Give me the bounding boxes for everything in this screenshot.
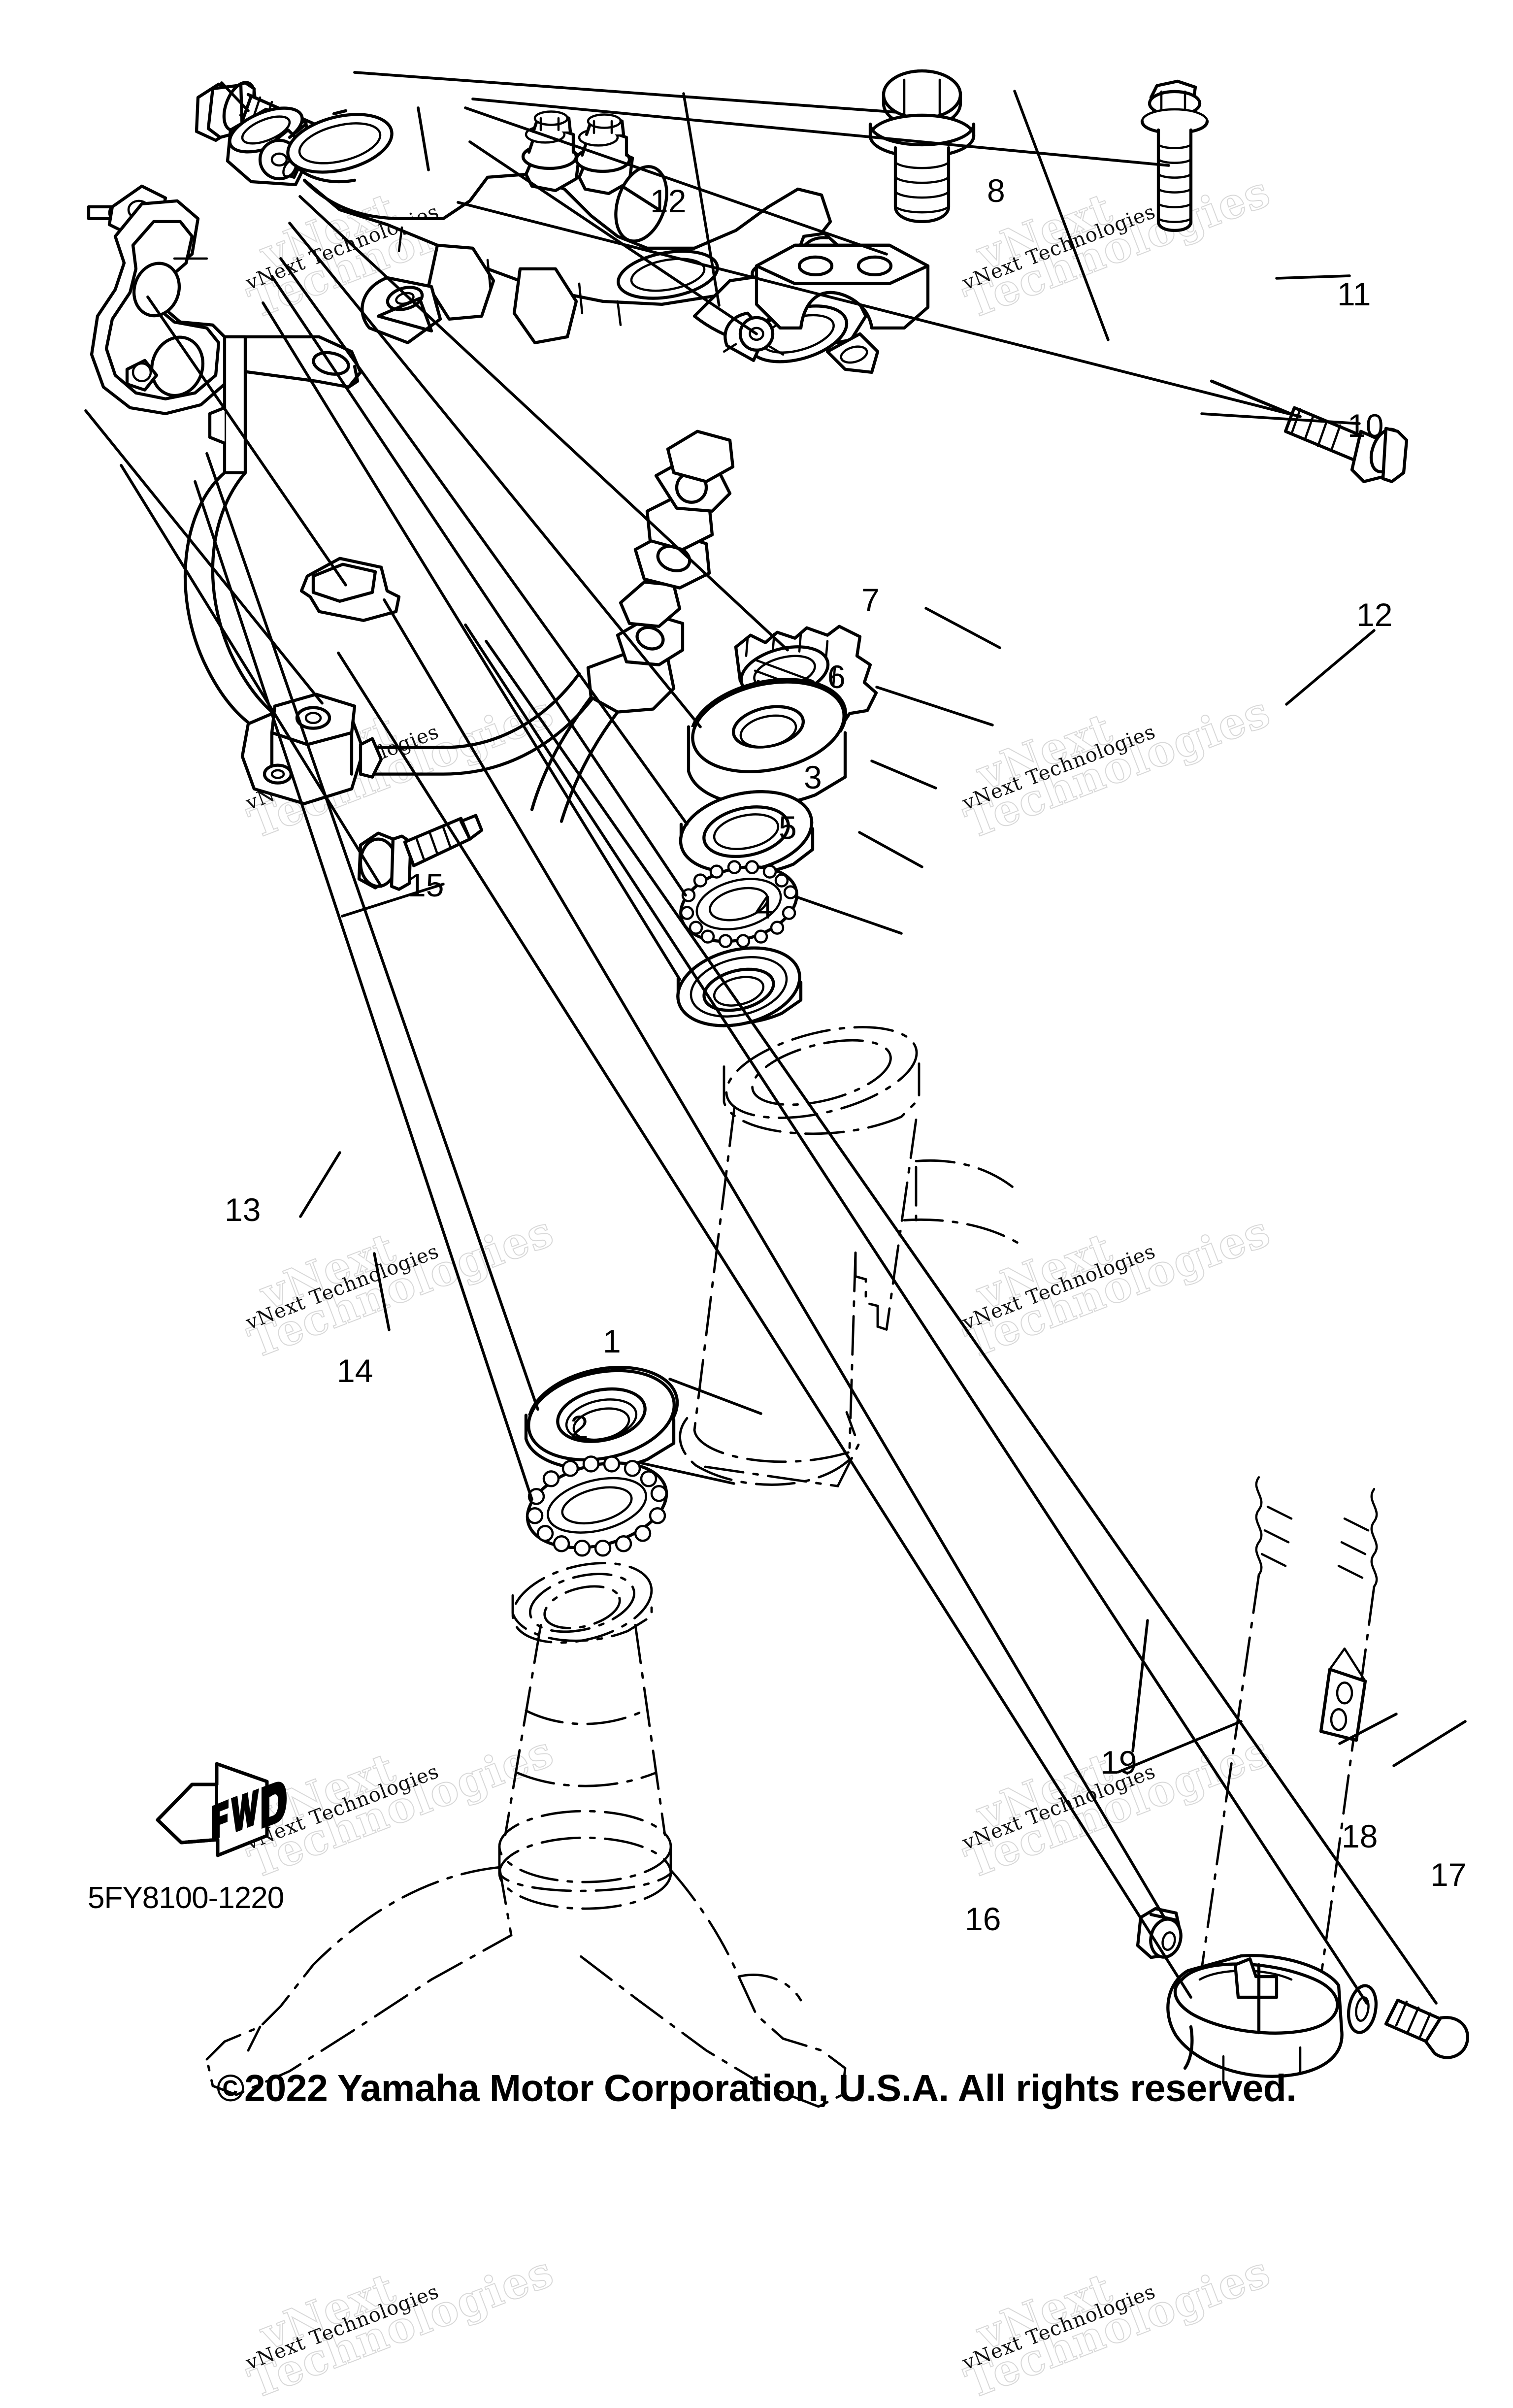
callout-number-19: 19	[1101, 1744, 1137, 1781]
part-8-steering-stem-bolt	[868, 69, 976, 224]
callout-number-1: 1	[603, 1323, 621, 1360]
part-5-ball-bearing-upper	[679, 860, 798, 948]
callout-number-4: 4	[755, 889, 773, 925]
cable-guide-bracket-assembly	[87, 184, 735, 891]
watermark-solid-text: vNext Technologies	[243, 2280, 442, 2375]
callout-number-18: 18	[1342, 1818, 1378, 1855]
part-17-clamp-screw	[1384, 1998, 1470, 2059]
callout-number-16: 16	[965, 1901, 1001, 1938]
callout-leader-lines	[84, 71, 1438, 2005]
callout-number-8: 8	[987, 172, 1005, 209]
callout-number-14: 14	[337, 1352, 373, 1389]
callout-number-13: 13	[225, 1191, 261, 1228]
callout-number-6: 6	[827, 658, 846, 695]
callout-number-17: 17	[1430, 1856, 1467, 1893]
callout-number-11: 11	[1337, 275, 1371, 312]
upper-triple-clamp-bracket	[226, 106, 880, 374]
callout-number-15: 15	[408, 866, 444, 903]
exploded-parts-illustration: .ln{fill:none;stroke:#000;stroke-width:2…	[84, 69, 1470, 2108]
watermark-solid-text: vNext Technologies	[959, 2280, 1159, 2375]
part-18-clamp-washer	[1347, 1984, 1378, 2034]
watermark-outline-line2: Technologies	[241, 2245, 560, 2408]
callout-number-5: 5	[779, 809, 797, 846]
watermark-outline-line1: vNext	[254, 2263, 403, 2360]
callout-number-2: 2	[570, 1409, 589, 1446]
watermark-outline-line1: vNext	[970, 2263, 1120, 2360]
part-1-race-cover-upper	[524, 1366, 679, 1471]
callout-number-12: 12	[650, 182, 687, 219]
frame-head-pipe-phantom	[679, 1026, 1021, 1487]
lower-bracket-steering-stem-phantom	[205, 1562, 847, 2108]
callout-number-3: 3	[804, 759, 822, 795]
fwd-orientation-marker	[156, 1762, 287, 1857]
callout-number-12: 12	[1356, 596, 1393, 633]
part-16-fork-protector-clamp	[1166, 1954, 1344, 2084]
watermark-outline-line2: Technologies	[958, 2245, 1277, 2408]
callout-number-10: 10	[1348, 407, 1384, 444]
callout-number-7: 7	[861, 581, 880, 618]
part-2-ball-bearing-lower	[526, 1455, 668, 1557]
part-10-handlebar-holder	[755, 243, 930, 330]
part-4-bearing-race-lower	[676, 946, 803, 1027]
copyright-notice: ©2022 Yamaha Motor Corporation, U.S.A. A…	[216, 2067, 1297, 2110]
part-3-thin-washer	[679, 790, 815, 876]
part-11-flange-bolt	[1140, 79, 1209, 232]
diagram-part-number: 5FY8100-1220	[88, 1881, 284, 1915]
